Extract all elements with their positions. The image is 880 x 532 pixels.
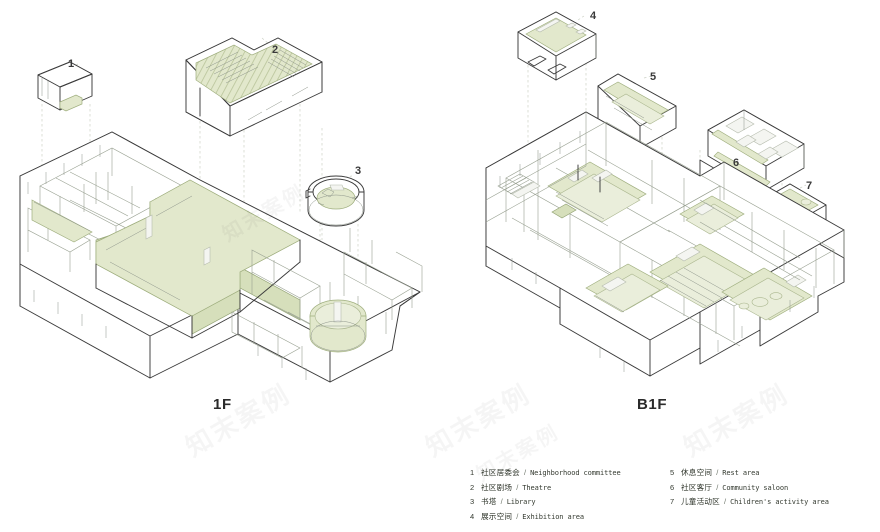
perimeter-ticks [27,145,307,380]
legend-label-en: Community saloon [722,483,789,492]
callout-2[interactable]: 2 [272,44,279,56]
legend-label-en: Rest area [722,469,760,477]
legend-separator: / [716,482,719,492]
callout-4[interactable]: 4 [590,10,597,22]
legend-item[interactable]: 4 展示空间 / Exhibition area [470,510,675,525]
legend-label-cn: 书塔 [481,497,497,507]
legend-separator: / [516,482,519,492]
legend-label-cn: 展示空间 [481,511,513,521]
legend-label-cn: 社区居委会 [481,468,520,477]
callout-5[interactable]: 5 [650,71,657,83]
legend-number: 4 [470,511,475,521]
callout-6[interactable]: 6 [733,157,740,169]
legend-number: 6 [670,482,675,492]
module-3-library[interactable] [305,175,365,227]
green-room-left [31,199,93,243]
legend-label-en: Neighborhood committee [530,469,621,477]
legend-item[interactable]: 2 社区剧场 / Theatre [470,481,675,496]
legend-column-left: 1 社区居委会 / Neighborhood committee 2 社区剧场 … [470,466,675,524]
callout-1[interactable]: 1 [68,58,75,70]
circular-hall-1f[interactable] [309,299,367,353]
floor-plate-b1f[interactable] [485,111,845,377]
floor-plate-1f[interactable] [19,131,423,383]
legend-label-en: Library [506,498,536,507]
module-2-theatre[interactable] [185,37,323,137]
lower-left-green-b1f[interactable] [585,263,669,313]
legend-number: 1 [470,468,475,477]
callout-3[interactable]: 3 [355,165,362,177]
legend: 1 社区居委会 / Neighborhood committee 2 社区剧场 … [470,466,875,528]
ghost-frame-b1f [485,112,845,281]
legend-separator: / [716,468,719,477]
legend-separator: / [523,468,527,477]
floor-label-b1f: B1F [637,396,668,413]
legend-number: 3 [470,497,475,507]
legend-label-en: Exhibition area [522,512,584,521]
legend-separator: / [500,497,503,507]
legend-number: 5 [670,468,675,477]
legend-item[interactable]: 5 休息空间 / Rest area [670,466,875,481]
legend-label-cn: 社区客厅 [681,482,713,492]
saloon-area-b1f[interactable] [721,267,813,321]
ghost-envelope-right [349,228,423,292]
legend-number: 7 [670,497,675,507]
legend-label-en: Children's activity area [730,498,829,507]
module-1-neighborhood-committee[interactable] [37,61,93,112]
legend-separator: / [516,511,519,521]
perimeter-ticks-b1f [499,131,815,372]
mid-green-b1f[interactable] [679,195,745,235]
green-volume-1f[interactable] [95,179,301,339]
legend-label-cn: 休息空间 [681,468,713,477]
interior-walls-right [251,249,413,349]
legend-separator: / [723,497,727,507]
legend-item[interactable]: 3 书塔 / Library [470,495,675,510]
legend-item[interactable]: 7 儿童活动区 / Children's activity area [670,495,875,510]
legend-column-right: 5 休息空间 / Rest area 6 社区客厅 / Community sa… [670,466,875,510]
legend-label-cn: 儿童活动区 [681,497,720,507]
floor-label-1f: 1F [213,396,232,413]
module-4-exhibition-area[interactable] [517,11,597,81]
legend-label-cn: 社区剧场 [481,482,513,492]
legend-item[interactable]: 1 社区居委会 / Neighborhood committee [470,466,675,481]
callout-7[interactable]: 7 [806,180,813,192]
legend-number: 2 [470,482,475,492]
legend-label-en: Theatre [522,483,552,492]
legend-item[interactable]: 6 社区客厅 / Community saloon [670,481,875,496]
exhibition-hall-b1f[interactable] [547,161,647,227]
